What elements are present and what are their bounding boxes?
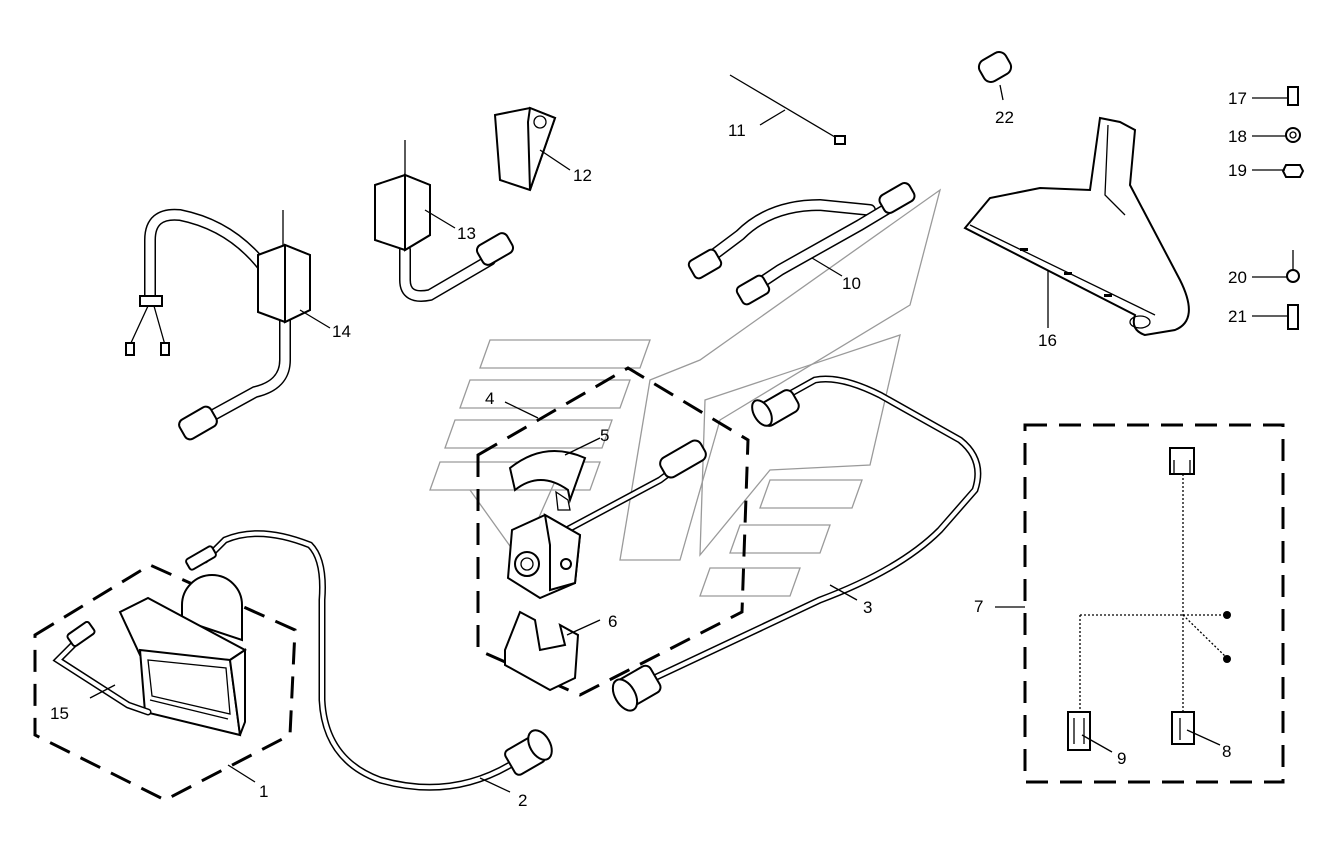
callout-15: 15 [50, 704, 69, 723]
callout-12: 12 [573, 166, 592, 185]
callout-5: 5 [600, 426, 609, 445]
callout-1: 1 [259, 782, 268, 801]
callout-16: 16 [1038, 331, 1057, 350]
camera-bracket [504, 610, 580, 692]
camera-shield [508, 449, 587, 504]
callout-11: 11 [728, 121, 746, 140]
callout-9: 9 [1117, 749, 1126, 768]
main-cable [185, 530, 553, 791]
callout-20: 20 [1228, 268, 1247, 287]
callout-18: 18 [1228, 127, 1247, 146]
support-bracket [963, 116, 1190, 337]
callout-13: 13 [457, 224, 476, 243]
callout-3: 3 [863, 598, 872, 617]
transmitter-13 [374, 140, 515, 302]
monitor-body [138, 648, 242, 737]
monitor-lead [52, 620, 152, 716]
extension-cable [611, 375, 982, 712]
callout-8: 8 [1222, 742, 1231, 761]
callout-4: 4 [485, 389, 494, 408]
adapter-cable [687, 182, 916, 306]
camera-assembly [476, 366, 750, 697]
callouts: 1 2 3 4 5 6 7 8 9 10 11 12 13 14 15 16 1… [50, 89, 1247, 810]
callout-7: 7 [974, 597, 983, 616]
wiring-harness [1023, 423, 1285, 784]
cable-tie [729, 74, 846, 145]
sleeve [977, 51, 1013, 83]
leader-lines [89, 84, 1288, 793]
receiver-14 [125, 208, 311, 441]
callout-2: 2 [518, 791, 527, 810]
harness-connector-9 [1067, 711, 1091, 751]
callout-21: 21 [1228, 307, 1247, 326]
callout-22: 22 [995, 108, 1014, 127]
monitor-assembly [33, 563, 297, 802]
monitor-mount [493, 106, 557, 192]
harness-connector-8 [1171, 711, 1195, 745]
callout-19: 19 [1228, 161, 1247, 180]
watermark [429, 188, 942, 597]
callout-10: 10 [842, 274, 861, 293]
callout-17: 17 [1228, 89, 1247, 108]
callout-14: 14 [332, 322, 351, 341]
callout-6: 6 [608, 612, 617, 631]
hardware [1281, 86, 1305, 330]
